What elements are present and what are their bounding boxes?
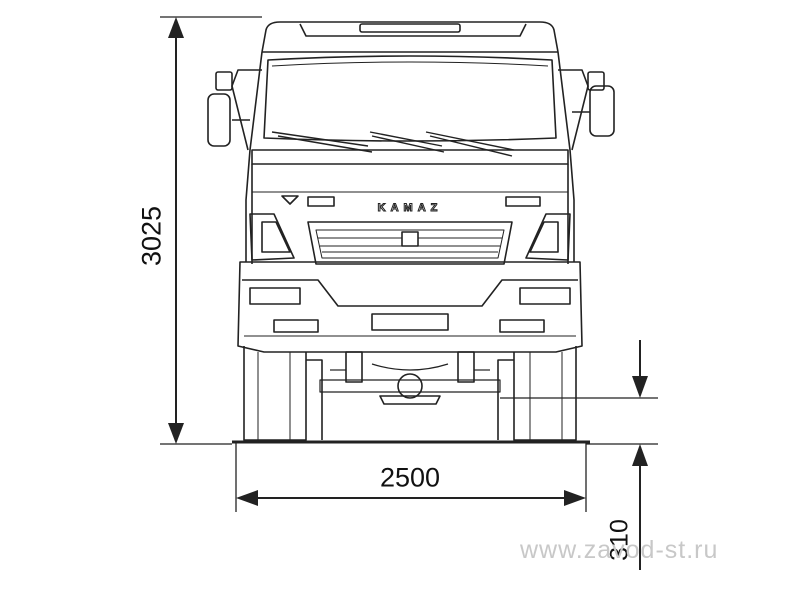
left-mirror <box>207 69 262 151</box>
width-dimension-label: 2500 <box>379 462 441 493</box>
watermark-text: www.zavod-st.ru <box>520 536 719 564</box>
left-wheel <box>243 346 323 441</box>
right-wheel <box>497 346 577 441</box>
bumper <box>237 261 583 353</box>
width-dimension-line <box>235 442 587 512</box>
cab-body <box>245 51 575 262</box>
right-mirror <box>558 69 615 151</box>
wipers <box>271 131 515 157</box>
clearance-dimension-line <box>500 340 658 570</box>
brand-lettering: KAMAZ <box>377 202 443 215</box>
right-headlight <box>525 213 571 261</box>
front-axle <box>319 351 501 405</box>
height-dimension-label: 3025 <box>136 205 167 267</box>
cab-roof <box>261 21 559 53</box>
height-dimension-line <box>160 16 262 445</box>
left-headlight <box>249 213 295 261</box>
grille <box>307 221 513 265</box>
windshield <box>263 55 557 142</box>
